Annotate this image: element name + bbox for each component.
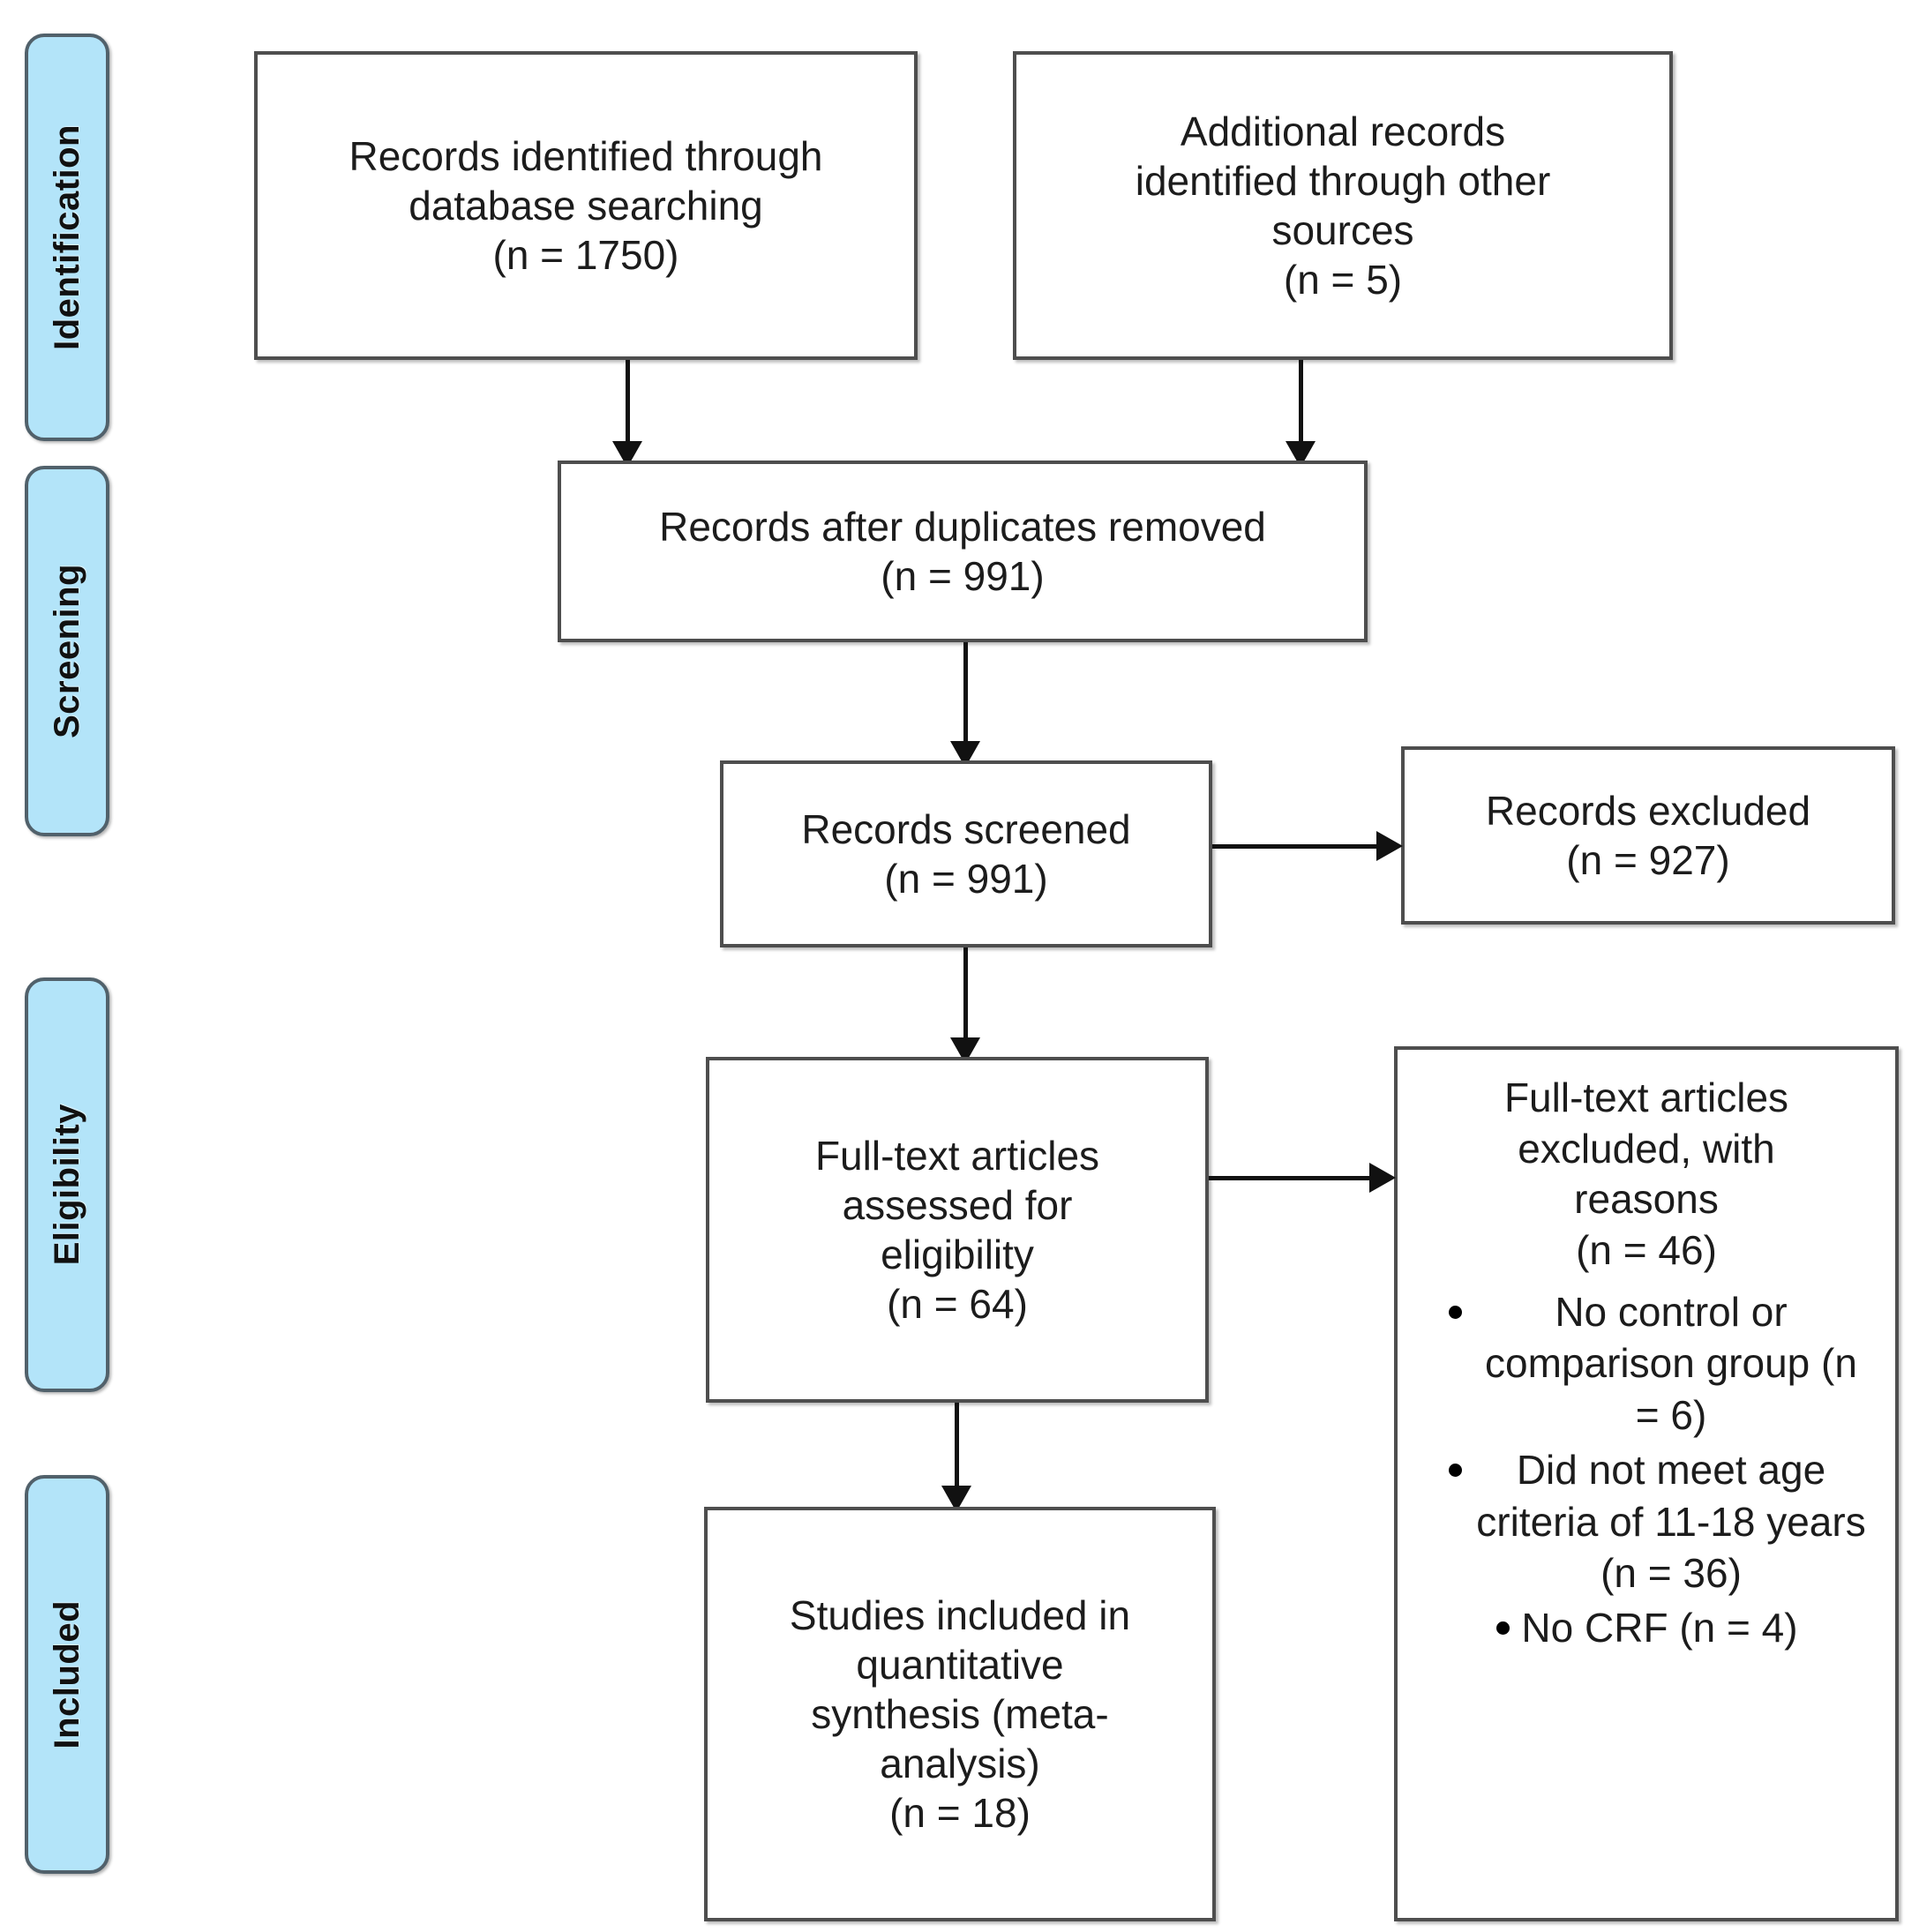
phase-label-screening: Screening [47,564,86,738]
bullet-dot-icon [1496,1621,1510,1636]
box-line: (n = 991) [884,856,1048,902]
box-line: Records excluded [1485,787,1811,834]
box-records-screened: Records screened (n = 991) [720,760,1212,947]
box-fulltext-assessed-eligibility: Full-text articles assessed for eligibil… [706,1057,1209,1403]
box-line: quantitative [856,1641,1064,1688]
box-line: eligibility [881,1232,1034,1277]
box-line: Additional records [1180,108,1506,154]
connector-database-to-duplicates [626,360,630,448]
box-records-after-duplicates-removed: Records after duplicates removed (n = 99… [558,461,1368,642]
box-line: Records screened [801,805,1131,852]
box-line: (n = 1750) [492,232,679,279]
box-line: sources [1271,207,1414,253]
box-line: synthesis (meta- [811,1690,1109,1737]
phase-pill-included: Included [25,1475,109,1874]
list-item-label: No control or comparison group (n = 6) [1485,1289,1857,1438]
phase-pill-identification: Identification [25,34,109,441]
box-line: excluded, with [1518,1125,1775,1172]
list-item: Did not meet age criteria of 11-18 years… [1412,1444,1881,1599]
box-line: Studies included in [789,1591,1131,1638]
bullet-dot-icon [1449,1464,1462,1478]
connector-fulltext-to-included [955,1403,959,1493]
list-item: No CRF (n = 4) [1412,1602,1881,1653]
box-records-identified-database: Records identified through database sear… [254,51,918,360]
box-line: (n = 18) [889,1790,1031,1837]
exclusion-reason-list: No control or comparison group (n = 6) D… [1412,1286,1881,1658]
connector-duplicates-to-screened [963,642,968,748]
box-line: (n = 5) [1283,257,1403,303]
box-fulltext-excluded-with-reasons: Full-text articles excluded, with reason… [1394,1046,1899,1921]
bullet-dot-icon [1449,1306,1462,1319]
box-records-excluded: Records excluded (n = 927) [1401,746,1895,925]
box-studies-included-quantitative-synthesis: Studies included in quantitative synthes… [704,1507,1216,1921]
list-item: No control or comparison group (n = 6) [1412,1286,1881,1441]
box-line: Full-text articles [1503,1075,1789,1120]
box-line: assessed for [842,1181,1073,1228]
list-item-label: No CRF (n = 4) [1521,1605,1798,1651]
box-line: (n = 927) [1566,837,1730,883]
phase-label-identification: Identification [47,124,86,350]
box-line: Records after duplicates removed [659,503,1266,550]
box-line: (n = 64) [887,1281,1028,1328]
box-line: (n = 991) [881,553,1045,599]
arrowhead-fulltext-to-excluded-reasons [1369,1163,1396,1193]
phase-pill-screening: Screening [25,466,109,836]
connector-screened-to-excluded [1212,844,1389,849]
box-line: reasons [1574,1176,1719,1222]
box-line: identified through other [1135,157,1551,204]
box-line: Records identified through [349,132,823,179]
box-line: database searching [409,182,763,228]
phase-label-eligibility: Eligibility [47,1104,86,1266]
box-line: (n = 46) [1576,1226,1717,1273]
phase-label-included: Included [47,1599,86,1749]
box-line: Full-text articles [814,1132,1100,1179]
connector-screened-to-fulltext [963,947,968,1045]
connector-fulltext-to-excluded-reasons [1209,1176,1382,1180]
box-additional-records-other-sources: Additional records identified through ot… [1013,51,1673,360]
list-item-label: Did not meet age criteria of 11-18 years… [1476,1447,1866,1597]
arrowhead-screened-to-excluded [1376,831,1403,861]
phase-pill-eligibility: Eligibility [25,977,109,1392]
box-line: analysis) [880,1741,1040,1787]
connector-other-to-duplicates [1299,360,1303,448]
